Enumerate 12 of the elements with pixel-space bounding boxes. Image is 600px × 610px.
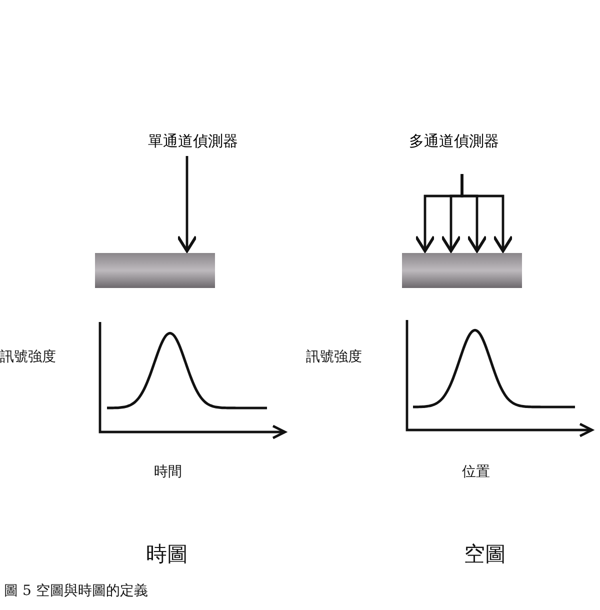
detector-label: 多通道偵測器 [385,132,523,156]
axis-label: 位置 [462,463,490,481]
arrow [176,156,198,252]
axis-label: 訊號強度 [306,348,362,366]
figure-caption: 圖 5 空圖與時圖的定義 [4,582,148,600]
detector-label: 單通道偵測器 [138,132,248,156]
sample-bar [402,253,522,288]
chart-title: 時圖 [146,541,188,568]
axis-label: 訊號強度 [0,348,56,366]
chart-title: 空圖 [464,541,506,568]
axis-label: 時間 [154,463,182,481]
sample-bar [95,253,215,288]
